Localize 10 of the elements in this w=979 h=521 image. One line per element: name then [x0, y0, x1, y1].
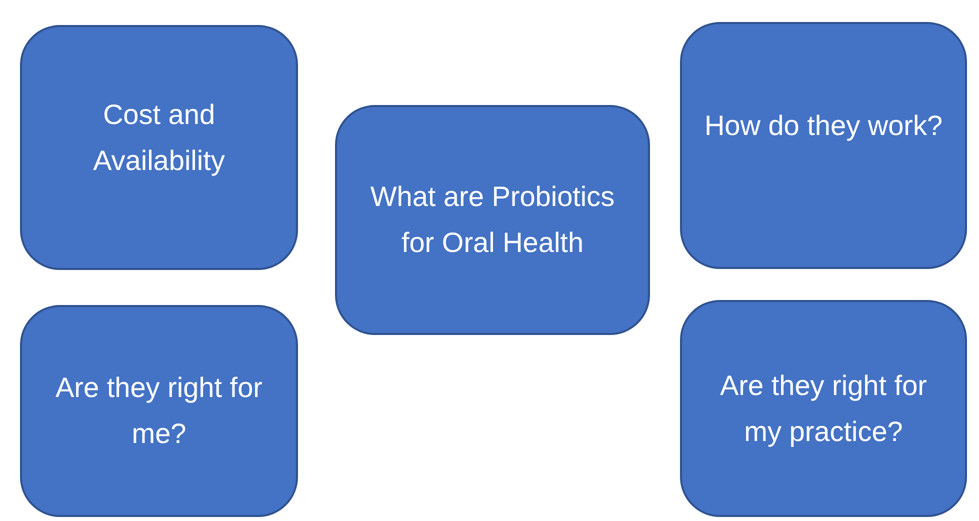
topic-box [20, 305, 298, 517]
topic-text: Cost and Availability [92, 98, 226, 178]
topic-text: Are they right for me? [54, 371, 264, 451]
topic-text: What are Probiotics for Oral Health [369, 180, 616, 260]
topic-box [20, 25, 298, 270]
topic-box [680, 22, 967, 269]
topic-box [335, 105, 650, 335]
topic-box [680, 300, 967, 517]
topic-text: Are they right for my practice? [719, 368, 928, 449]
topic-text: How do they work? [703, 108, 944, 143]
